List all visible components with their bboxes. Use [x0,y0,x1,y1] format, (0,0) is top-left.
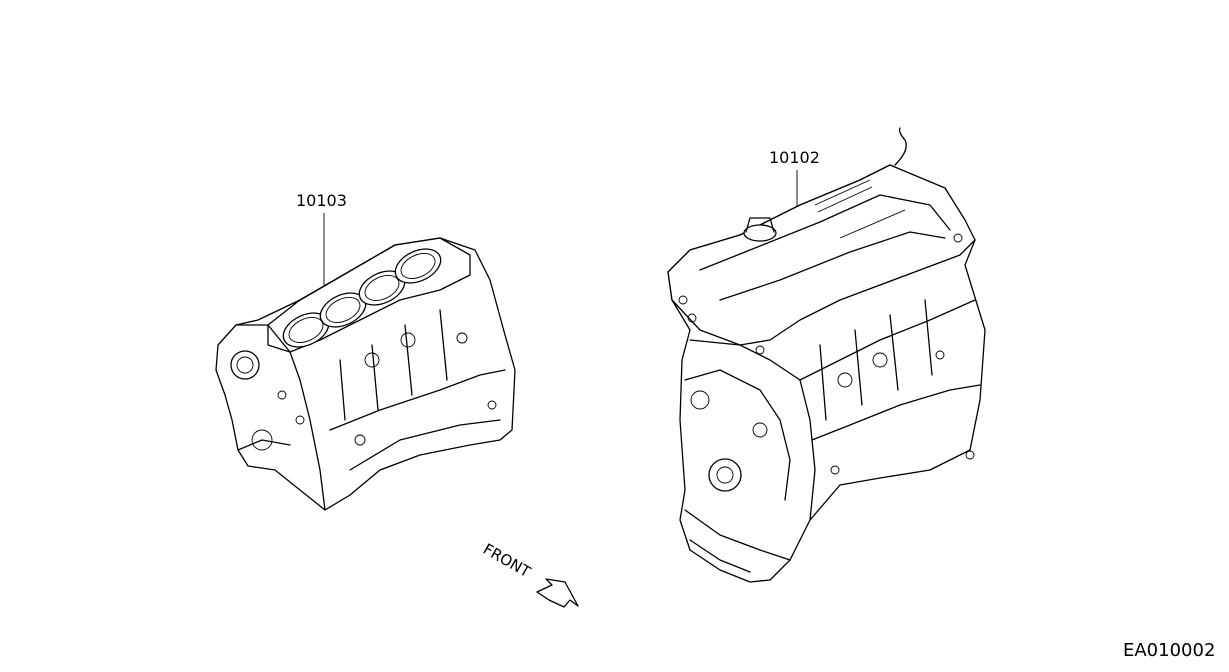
front-arrow-icon [536,578,579,608]
front-label: FRONT [480,540,534,582]
engine-assembly-illustration[interactable] [667,127,986,583]
part-number-10103[interactable]: 10103 [296,191,347,210]
cylinder-block-illustration[interactable] [215,237,516,511]
part-number-10102[interactable]: 10102 [769,148,820,167]
reference-code: EA010002 [1123,640,1215,661]
front-direction-indicator: FRONT [480,540,579,608]
